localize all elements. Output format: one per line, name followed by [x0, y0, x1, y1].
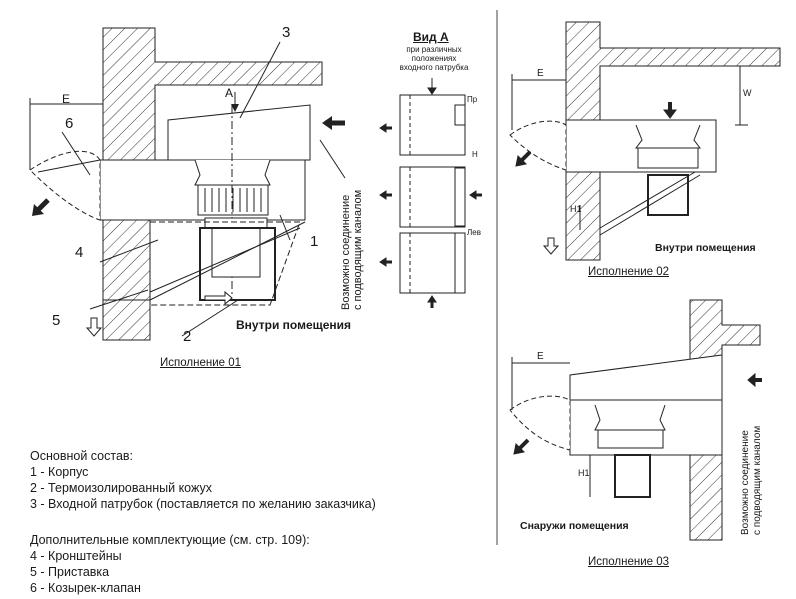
- extra-components-title: Дополнительные комплектующие (см. стр. 1…: [30, 533, 310, 547]
- view-a-drawing: [379, 78, 482, 308]
- legend-item-1: 1 - Корпус: [30, 465, 89, 479]
- legend-item-6: 6 - Козырек-клапан: [30, 581, 141, 595]
- legend-item-5: 5 - Приставка: [30, 565, 110, 579]
- label-1: 1: [310, 233, 319, 250]
- variant01-caption: Исполнение 01: [160, 357, 241, 369]
- arrow-a-label: A: [225, 86, 234, 100]
- variant03-outside-label: Снаружи помещения: [520, 520, 629, 532]
- variant02-caption: Исполнение 02: [588, 266, 669, 278]
- variant03-dim-h1: H1: [578, 468, 590, 478]
- connection-line-1: Возможно соединение: [340, 194, 352, 310]
- connection-line-1: Возможно соединение: [740, 430, 751, 535]
- view-a-subtitle-line-2: положениях: [411, 54, 457, 63]
- view-a-title: Вид А: [413, 30, 449, 44]
- variant01-dim-e: E: [62, 92, 71, 106]
- view-a-subtitle-line-1: при различных: [406, 45, 462, 54]
- variant01-drawing: [29, 27, 346, 341]
- label-3: 3: [282, 24, 291, 41]
- variant03-connection-note: Возможно соединение с подводящим каналом: [740, 426, 764, 535]
- main-components-title: Основной состав:: [30, 449, 134, 463]
- legend-item-3: 3 - Входной патрубок (поставляется по же…: [30, 497, 376, 511]
- connection-line-2: с подводящим каналом: [352, 189, 364, 310]
- variant02-dim-e: E: [537, 68, 544, 79]
- main-components-legend: Основной состав: 1 - Корпус 2 - Термоизо…: [30, 448, 376, 512]
- variant02-dim-h1: H1: [570, 204, 582, 214]
- label-4: 4: [75, 244, 84, 261]
- variant01-inside-label: Внутри помещения: [236, 318, 352, 332]
- variant02-dim-w: W: [743, 88, 752, 98]
- variant02-drawing: [509, 21, 781, 261]
- variant02-inside-label: Внутри помещения: [655, 242, 756, 254]
- label-2: 2: [183, 328, 192, 345]
- extra-components-legend: Дополнительные комплектующие (см. стр. 1…: [30, 532, 310, 596]
- legend-item-4: 4 - Кронштейны: [30, 549, 122, 563]
- view-a-position-left: Лев: [467, 228, 481, 237]
- variant03-dim-e: E: [537, 351, 544, 362]
- variant03-drawing: [509, 299, 762, 541]
- legend-item-2: 2 - Термоизолированный кожух: [30, 481, 212, 495]
- variant01-connection-note: Возможно соединение с подводящим каналом: [340, 190, 364, 310]
- variant03-caption: Исполнение 03: [588, 556, 669, 568]
- view-a-position-bottom: Н: [472, 150, 478, 159]
- view-a-position-right: Пр: [467, 95, 478, 104]
- view-a-subtitle-line-3: входного патрубка: [399, 63, 469, 72]
- connection-line-2: с подводящим каналом: [752, 425, 763, 535]
- view-a-subtitle: при различных положениях входного патруб…: [392, 45, 476, 72]
- label-5: 5: [52, 312, 61, 329]
- label-6: 6: [65, 115, 74, 132]
